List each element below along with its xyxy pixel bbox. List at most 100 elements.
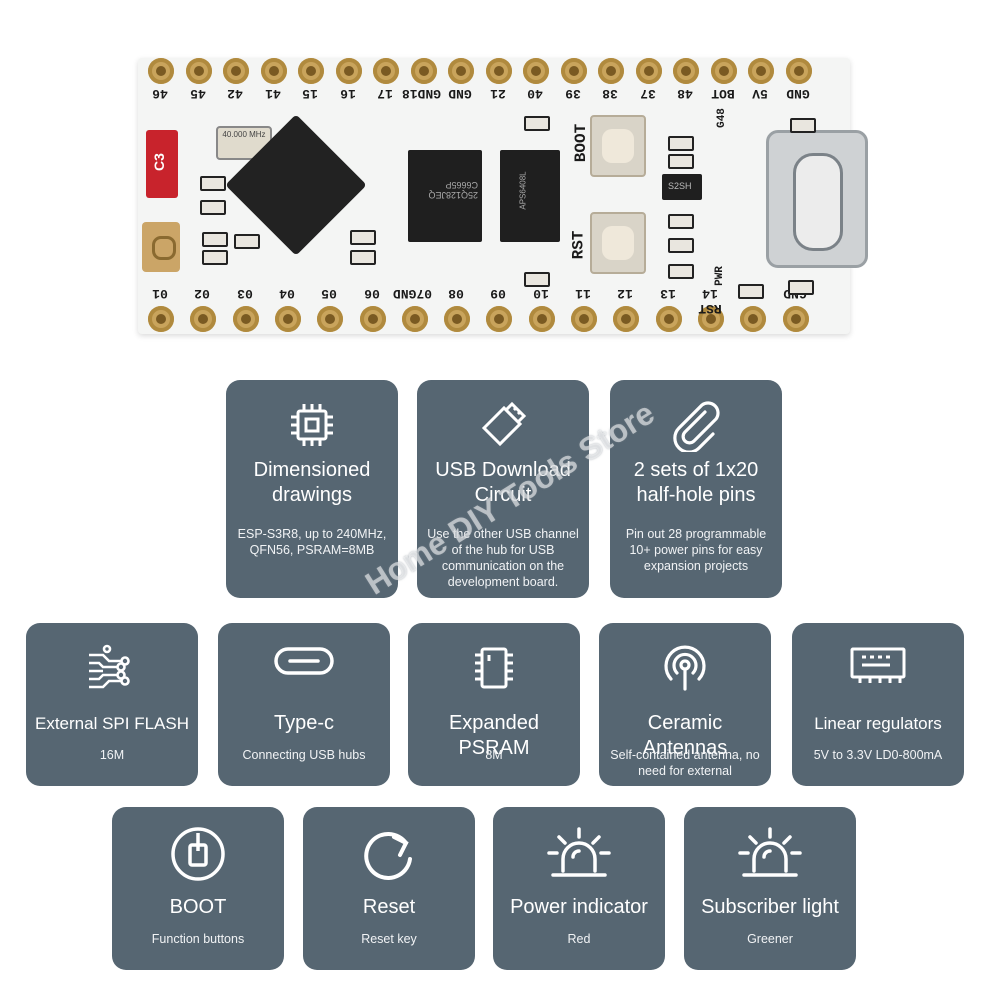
top-pin-pad — [298, 58, 324, 84]
usb-c-port — [766, 130, 868, 268]
feature-card-title: External SPI FLASH — [34, 714, 189, 733]
top-pin-label: 40 — [527, 86, 543, 101]
top-pin-label: GND — [448, 86, 472, 101]
top-pin-pad — [185, 58, 212, 84]
top-pin-pad — [410, 58, 437, 84]
feature-card-desc: 8M — [485, 748, 503, 762]
feature-card: External SPI FLASH 16M — [26, 623, 198, 786]
bottom-pin-label: 02 — [194, 286, 211, 301]
feature-card-title: Reset — [362, 896, 416, 918]
bottom-pin-pad — [782, 306, 809, 332]
feature-card-title: Subscriber light — [701, 896, 839, 918]
feature-card-desc: Pin out 28 programmable 10+ power pins f… — [625, 527, 767, 573]
bottom-pin-label: 04 — [279, 286, 295, 301]
psram-chip: APS6408L — [500, 150, 560, 242]
smd-part — [202, 250, 228, 265]
top-pin-label: 21 — [489, 86, 506, 101]
smd-part — [524, 116, 550, 131]
bottom-pin-label: 13 — [659, 286, 676, 301]
crystal-label: 40.000 MHz — [222, 130, 266, 139]
reset-switch — [590, 212, 646, 274]
top-pin-pad — [673, 58, 699, 84]
top-pin-label: 46 — [152, 86, 168, 101]
feature-card-title: Expanded PSRAM — [448, 712, 540, 759]
bottom-pin-pad — [740, 306, 767, 332]
top-pin-label: 17 — [377, 86, 393, 101]
bottom-pin-label: 01 — [152, 286, 168, 301]
bottom-pin-label: RST 14 — [698, 286, 722, 316]
regulator-icon — [792, 641, 964, 687]
feature-card-title: USB Download Circuit — [435, 459, 571, 506]
top-pin-pad — [373, 58, 399, 84]
bottom-pin-label: 06 — [363, 286, 380, 301]
bottom-pin-pad — [444, 306, 471, 332]
bottom-pin-label: 08 — [448, 286, 464, 301]
smd-part — [200, 200, 226, 215]
bottom-pin-pad — [359, 306, 386, 332]
cpu-icon — [226, 398, 398, 452]
top-pin-label: 5V — [752, 86, 768, 101]
feature-card-title: Power indicator — [510, 896, 648, 918]
feature-card-desc: 5V to 3.3V LD0-800mA — [813, 748, 943, 762]
light-icon — [684, 825, 856, 885]
feature-card-desc: Greener — [747, 932, 793, 946]
top-pin-pad — [523, 58, 549, 84]
feature-card-title: Type-c — [273, 712, 335, 734]
smd-part — [668, 214, 694, 229]
reset-icon — [303, 825, 475, 883]
feature-card-desc: Use the other USB channel of the hub for… — [427, 527, 579, 589]
boot-silk: BOOT — [572, 123, 591, 163]
top-pin-label: 45 — [189, 86, 206, 101]
top-pin-pad — [260, 58, 287, 84]
flash-chip-label: 25Q128JEQ C6665P — [428, 180, 478, 200]
feature-card-desc: 16M — [99, 748, 125, 762]
boot-icon — [112, 825, 284, 883]
smd-part — [668, 136, 694, 151]
bottom-pin-pad — [528, 306, 555, 332]
feature-card-title: Ceramic Antennas — [642, 712, 728, 759]
bottom-pin-label: 10 — [532, 286, 549, 301]
bottom-pin-pad — [148, 306, 174, 332]
smd-part — [668, 264, 694, 279]
feature-card-title: 2 sets of 1x20 half-hole pins — [633, 459, 759, 506]
top-pin-label: 38 — [602, 86, 618, 101]
smd-part — [790, 118, 816, 133]
bottom-pin-pad — [274, 306, 301, 332]
top-pin-pad — [710, 58, 737, 84]
top-pin-label: 48 — [677, 86, 693, 101]
light-icon — [493, 825, 665, 885]
bottom-pin-label: 03 — [236, 286, 253, 301]
top-pin-pad — [560, 58, 587, 84]
top-pin-pad — [598, 58, 624, 84]
bottom-pin-label: 12 — [617, 286, 634, 301]
regulator-chip: S2SH — [662, 174, 702, 200]
top-pin-label: 41 — [264, 86, 281, 101]
top-pin-label: GND — [785, 86, 810, 101]
regulator-chip-label: S2SH — [668, 181, 692, 191]
smd-part — [200, 176, 226, 191]
feature-card-desc: Connecting USB hubs — [242, 748, 366, 762]
rst-silk: RST — [569, 230, 588, 260]
antenna-icon — [599, 641, 771, 695]
smd-part — [788, 280, 814, 295]
bottom-pin-pad — [697, 306, 724, 332]
red-chip: C3 — [146, 130, 178, 198]
top-pin-pad — [335, 58, 362, 84]
top-pin-pad — [785, 58, 812, 84]
feature-card-desc: Red — [567, 932, 591, 946]
bottom-pin-pad — [190, 306, 217, 332]
feature-card-desc: Reset key — [361, 932, 417, 946]
bottom-pin-pad — [655, 306, 682, 332]
type-c-icon — [218, 641, 390, 681]
crystal: 40.000 MHz — [216, 126, 272, 160]
bottom-pin-label: 05 — [321, 286, 337, 301]
bottom-pin-pad — [232, 306, 259, 332]
